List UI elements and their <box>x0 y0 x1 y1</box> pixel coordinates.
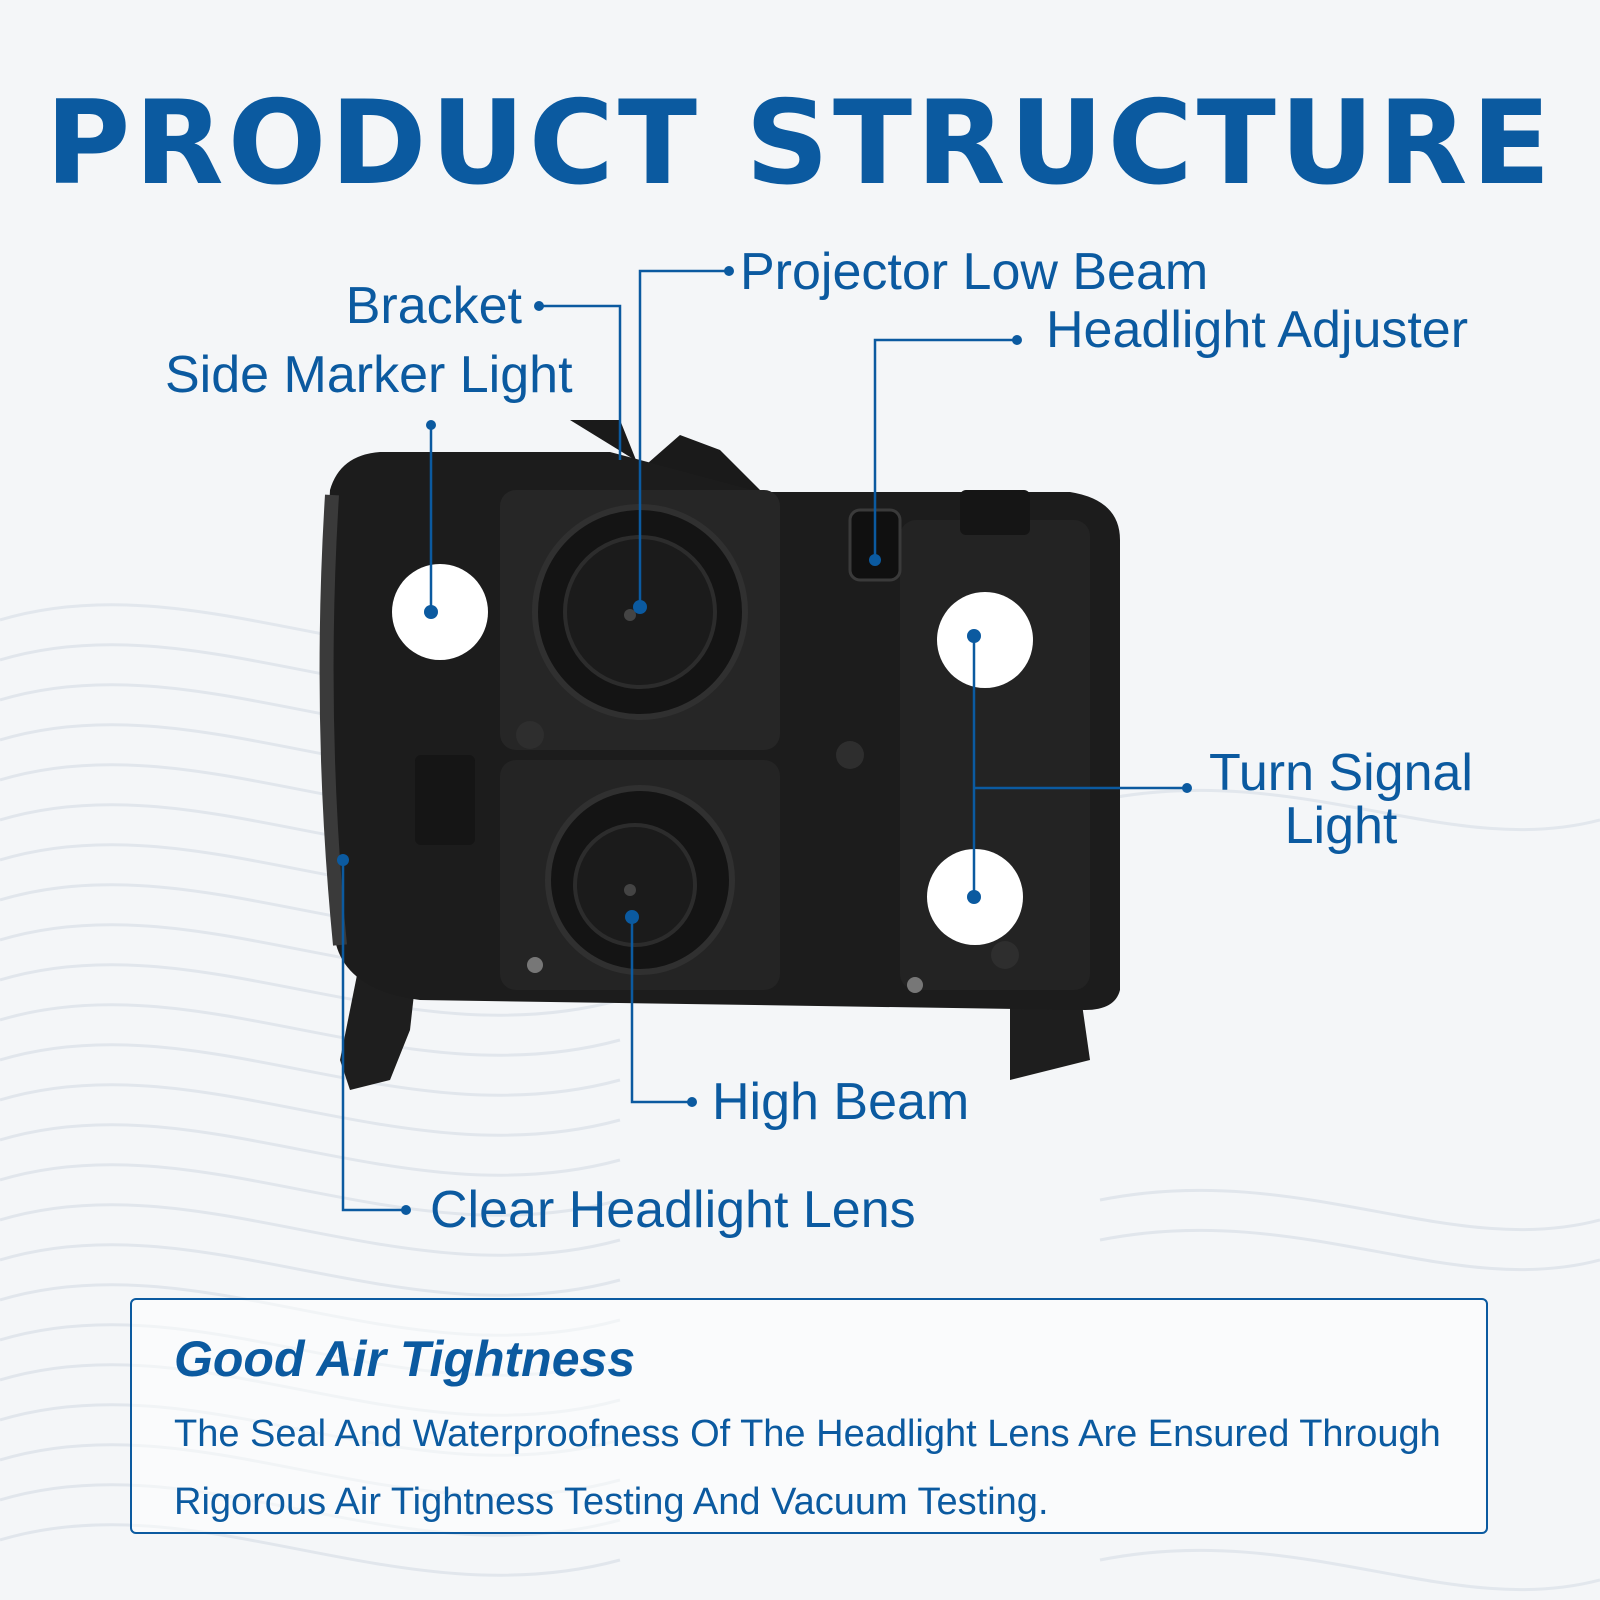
label-bracket: Bracket <box>345 277 522 335</box>
callout-line-projector-low-beam <box>638 269 727 607</box>
callout-dot <box>687 1097 697 1107</box>
headlight-housing <box>319 420 1120 1090</box>
callout-dot <box>1182 783 1192 793</box>
callout-line-high-beam <box>630 917 692 1104</box>
callout-line-bracket <box>539 304 622 460</box>
info-box-body: The Seal And Waterproofness Of The Headl… <box>174 1413 1441 1523</box>
callout-dot <box>424 605 438 619</box>
callout-dot <box>534 301 544 311</box>
info-box-heading: Good Air Tightness <box>174 1331 636 1387</box>
callout-line-clear-lens <box>341 860 406 1212</box>
callout-dot <box>869 554 881 566</box>
label-side-marker-light: Side Marker Light <box>165 346 573 404</box>
info-box: Good Air Tightness The Seal And Waterpro… <box>130 1298 1488 1534</box>
turn-signal-upper-opening <box>937 592 1033 688</box>
label-clear-headlight-lens: Clear Headlight Lens <box>430 1181 916 1239</box>
callout-dots <box>337 266 1192 1215</box>
callout-dot <box>633 600 647 614</box>
side-marker-opening <box>392 564 488 660</box>
callout-lines <box>341 269 1185 1212</box>
label-turn-signal-line2: Light <box>1284 797 1398 855</box>
label-turn-signal-line1: Turn Signal <box>1209 744 1473 802</box>
page-title: PRODUCT STRUCTURE <box>45 76 1555 211</box>
callout-dot <box>625 910 639 924</box>
label-projector-low-beam: Projector Low Beam <box>740 243 1209 301</box>
callout-dot <box>337 854 349 866</box>
callout-dot <box>426 420 436 430</box>
callout-line-headlight-adjuster <box>873 338 1017 560</box>
callout-dot <box>967 629 981 643</box>
callout-dot <box>967 890 981 904</box>
callout-dot <box>724 266 734 276</box>
label-headlight-adjuster: Headlight Adjuster <box>1046 301 1469 359</box>
callout-dot <box>1012 335 1022 345</box>
label-high-beam: High Beam <box>712 1073 970 1131</box>
callout-dot <box>401 1205 411 1215</box>
